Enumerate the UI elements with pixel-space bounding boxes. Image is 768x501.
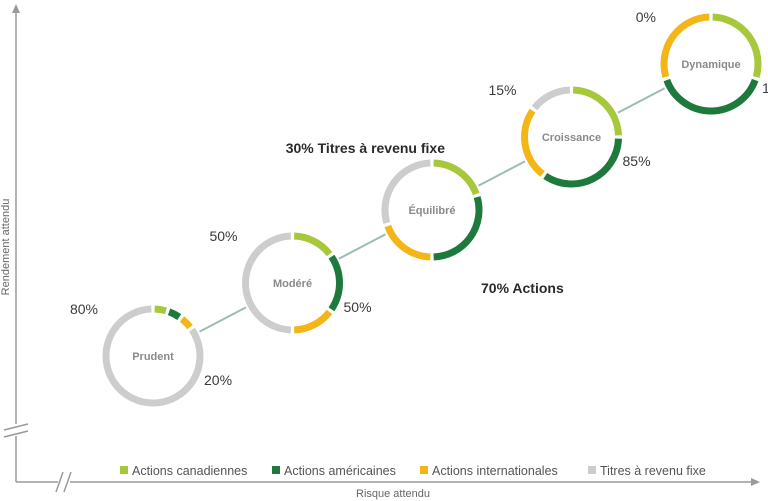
legend-swatch: [272, 466, 280, 474]
donut-segment-actions-canadiennes: [712, 13, 762, 78]
donut-modere: Modéré: [240, 230, 345, 336]
legend-item-titres-a-revenu-fixe: Titres à revenu fixe: [588, 464, 706, 478]
donut-segment-actions-americaines: [663, 78, 759, 115]
percent-label: 80%: [70, 301, 98, 317]
x-axis-break-mark: [55, 471, 64, 493]
x-axis-break-gap: [58, 477, 70, 487]
legend-label: Actions américaines: [284, 464, 396, 478]
axes: Rendement attendu Risque attendu: [0, 4, 760, 500]
x-axis-arrow: [751, 478, 760, 486]
percent-label: 50%: [344, 299, 372, 315]
donut-background: [519, 84, 624, 190]
legend-swatch: [420, 466, 428, 474]
percent-label: 50%: [209, 228, 237, 244]
donut-background: [658, 11, 764, 117]
donut-segment-actions-americaines: [167, 308, 182, 320]
donut-segment-actions-internationales: [179, 316, 193, 330]
donut-segment-actions-canadiennes: [433, 159, 480, 196]
legend-label: Actions internationales: [432, 464, 558, 478]
donut-background: [100, 303, 206, 409]
percent-label: 15%: [488, 82, 516, 98]
x-axis-label: Risque attendu: [356, 488, 430, 500]
donut-label: Croissance: [542, 132, 601, 144]
legend-label: Titres à revenu fixe: [600, 464, 706, 478]
y-axis-break-mark: [3, 423, 29, 431]
donut-label: Prudent: [132, 351, 174, 363]
donut-segment-actions-canadiennes: [572, 86, 622, 136]
donut-label: Modéré: [273, 278, 312, 290]
y-axis-arrow: [12, 4, 20, 13]
donut-segment-titres-a-revenu-fixe: [102, 305, 204, 407]
legend-swatch: [588, 466, 596, 474]
donut-prudent: Prudent: [100, 303, 206, 409]
donut-equilibre: Équilibré: [379, 157, 485, 263]
donut-segment-actions-americaines: [543, 138, 622, 188]
donut-dynamique: Dynamique: [658, 11, 764, 117]
donut-background: [240, 230, 345, 336]
percent-label: 30% Titres à revenu fixe: [286, 140, 445, 156]
percent-label: 20%: [204, 372, 232, 388]
percent-label: 85%: [623, 153, 651, 169]
y-axis-break-gap: [12, 424, 21, 436]
legend-item-actions-americaines: Actions américaines: [272, 464, 396, 478]
percent-label: 100%: [762, 80, 768, 96]
donut-segment-actions-internationales: [293, 309, 333, 334]
donuts: Prudent Modéré Équilibré Croissance Dynamiqu…: [100, 11, 764, 409]
donut-background: [379, 157, 485, 263]
donut-segment-titres-a-revenu-fixe: [531, 86, 571, 111]
y-axis-break-mark: [3, 430, 29, 438]
percent-labels: 80% 20% 50% 50% 30% Titres à revenu fixe 70% …: [70, 9, 768, 388]
legend-label: Actions canadiennes: [132, 464, 247, 478]
donut-segment-actions-internationales: [521, 108, 545, 177]
donut-segment-titres-a-revenu-fixe: [242, 232, 292, 334]
y-axis-label: Rendement attendu: [0, 199, 12, 296]
legend: Actions canadiennes Actions américaines …: [120, 464, 706, 478]
legend-item-actions-canadiennes: Actions canadiennes: [120, 464, 247, 478]
x-axis-break-mark: [63, 471, 72, 493]
donut-segment-actions-internationales: [660, 13, 710, 78]
donut-segment-actions-internationales: [384, 224, 431, 261]
donut-segment-actions-americaines: [433, 196, 483, 261]
donut-segment-actions-canadiennes: [293, 232, 333, 257]
legend-item-actions-internationales: Actions internationales: [420, 464, 558, 478]
percent-label: 0%: [636, 9, 656, 25]
donut-segment-titres-a-revenu-fixe: [381, 159, 431, 224]
legend-swatch: [120, 466, 128, 474]
donut-label: Dynamique: [681, 59, 740, 71]
donut-label: Équilibré: [408, 204, 455, 217]
percent-label: 70% Actions: [481, 280, 564, 296]
donut-croissance: Croissance: [519, 84, 624, 190]
donut-segment-actions-americaines: [328, 254, 343, 312]
donut-segment-actions-canadiennes: [154, 305, 167, 315]
